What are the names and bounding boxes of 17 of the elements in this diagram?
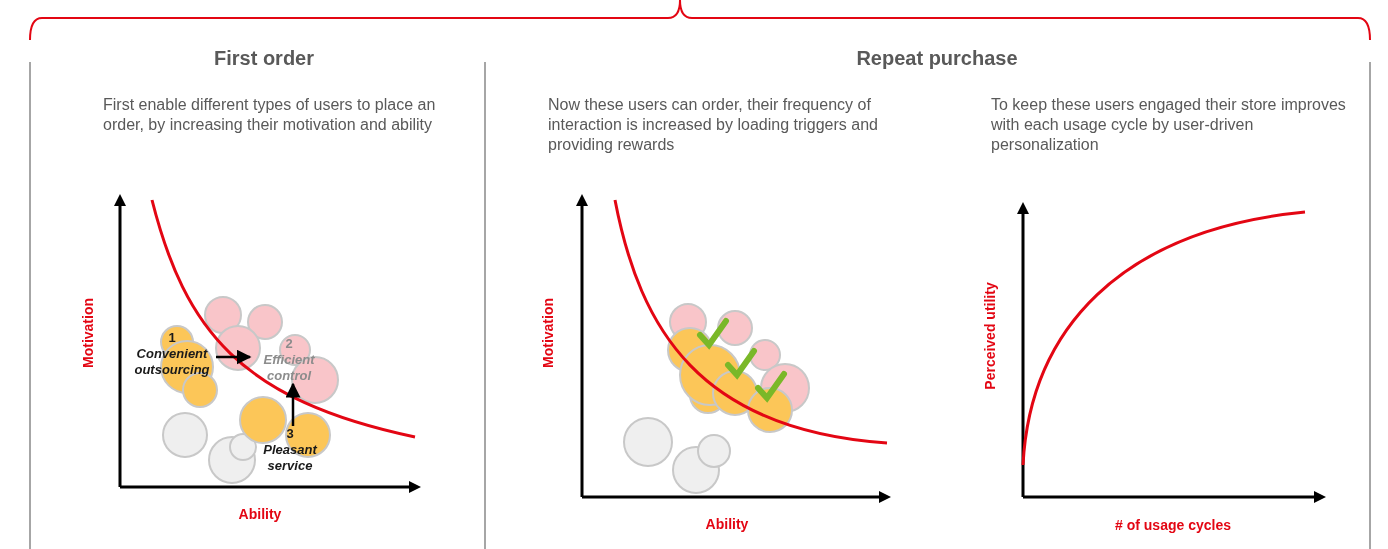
callout-number: 3 xyxy=(285,426,295,442)
axis-label: Motivation xyxy=(80,298,96,368)
section-heading: Repeat purchase xyxy=(855,47,1019,70)
callout-number: 2 xyxy=(284,336,294,352)
axis-label: Ability xyxy=(238,506,282,522)
description-text: First enable different types of users to place an order, by increasing their motivation and ability xyxy=(103,95,437,135)
callout-number: 1 xyxy=(167,330,177,346)
axis-label: # of usage cycles xyxy=(1115,517,1231,533)
group-label: Efficient control xyxy=(262,352,316,384)
arrow xyxy=(285,382,301,426)
axis-label: Motivation xyxy=(540,298,556,368)
axis-label: Ability xyxy=(705,516,749,532)
axis-label: Perceived utility xyxy=(982,282,998,390)
description-text: To keep these users engaged their store improves with each usage cycle by user-driven personalization xyxy=(991,95,1347,155)
section-heading: First order xyxy=(213,47,315,70)
arrow xyxy=(216,349,252,365)
description-text: Now these users can order, their frequency of interaction is increased by loading triggers and providing rewards xyxy=(548,95,879,155)
